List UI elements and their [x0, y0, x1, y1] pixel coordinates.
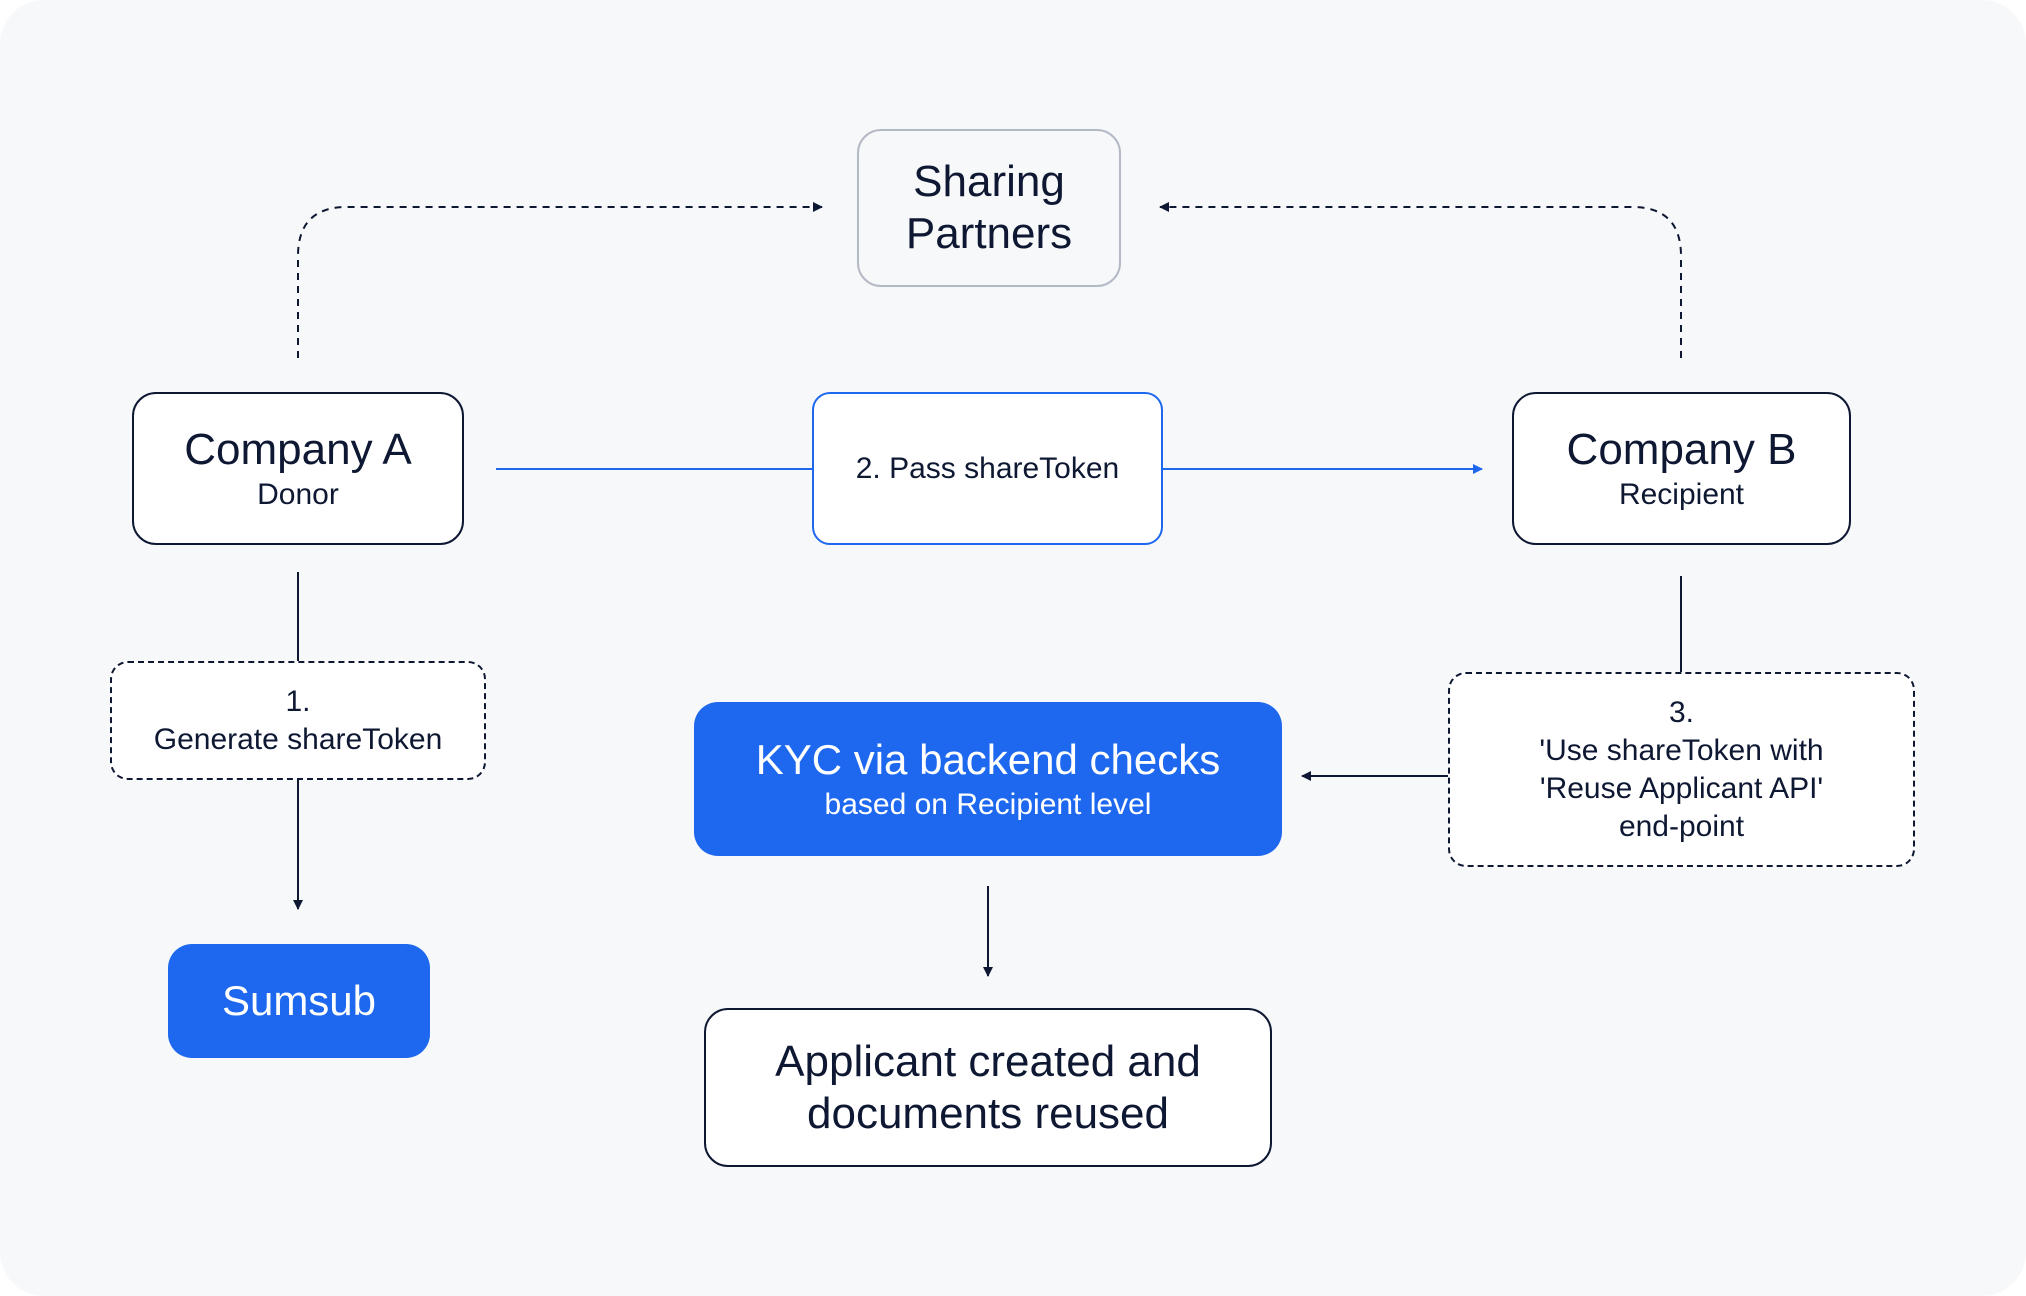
connector-company-a-to-partners — [297, 202, 823, 358]
sharing-partners-line2: Partners — [905, 209, 1073, 258]
company-b-role: Recipient — [1618, 477, 1745, 511]
step3-line1: 'Use shareToken with — [1539, 733, 1824, 767]
result-node: Applicant created and documents reused — [704, 1008, 1272, 1167]
step1-label: Generate shareToken — [153, 722, 443, 756]
company-a-node: Company A Donor — [132, 392, 464, 545]
sharing-partners-node: Sharing Partners — [857, 129, 1121, 287]
result-line2: documents reused — [807, 1088, 1169, 1138]
step2-node: 2. Pass shareToken — [812, 392, 1163, 545]
step1-number: 1. — [285, 684, 311, 718]
step2-label: 2. Pass shareToken — [855, 451, 1120, 485]
step3-line2: 'Reuse Applicant API' — [1539, 771, 1824, 805]
kyc-title: KYC via backend checks — [755, 736, 1221, 783]
connector-company-b-to-partners — [1159, 202, 1682, 358]
company-a-title: Company A — [184, 424, 412, 474]
sumsub-node: Sumsub — [168, 944, 430, 1058]
step1-node: 1. Generate shareToken — [110, 661, 486, 780]
step3-number: 3. — [1668, 695, 1695, 729]
step3-line3: end-point — [1618, 809, 1745, 843]
company-b-node: Company B Recipient — [1512, 392, 1851, 545]
sharing-partners-line1: Sharing — [913, 157, 1065, 206]
kyc-subtitle: based on Recipient level — [824, 788, 1152, 821]
step3-node: 3. 'Use shareToken with 'Reuse Applicant… — [1448, 672, 1915, 867]
result-line1: Applicant created and — [775, 1036, 1201, 1086]
company-b-title: Company B — [1566, 424, 1797, 474]
sumsub-label: Sumsub — [221, 977, 377, 1024]
kyc-node: KYC via backend checks based on Recipien… — [694, 702, 1282, 856]
company-a-role: Donor — [257, 477, 339, 511]
